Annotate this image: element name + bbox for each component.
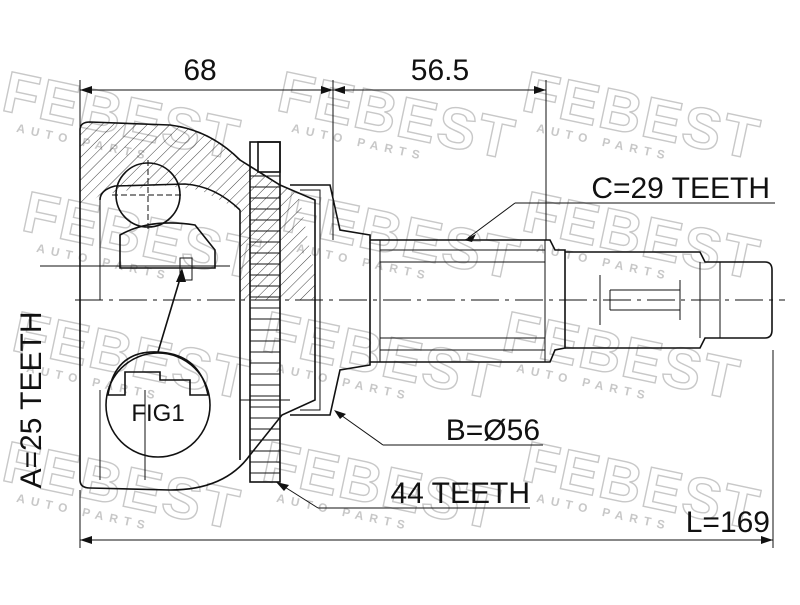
dimension-lines: [40, 80, 785, 548]
total-length-label: L=169: [686, 506, 770, 539]
ball-cage: [112, 160, 216, 281]
dim-width-left-label: 68: [183, 54, 216, 87]
abs-tone-ring: [249, 141, 281, 483]
leader-lines: [276, 202, 775, 509]
spline-a-label: A=25 TEETH: [15, 311, 48, 488]
stub-shaft: [290, 184, 773, 416]
abs-ring-teeth-label: 44 TEETH: [391, 477, 531, 510]
spline-c-label: C=29 TEETH: [591, 172, 770, 205]
fig1-label: FIG1: [131, 400, 184, 427]
fig1-detail: [105, 268, 211, 458]
dim-width-right-label: 56.5: [411, 54, 469, 87]
diameter-b-label: B=Ø56: [446, 414, 540, 447]
